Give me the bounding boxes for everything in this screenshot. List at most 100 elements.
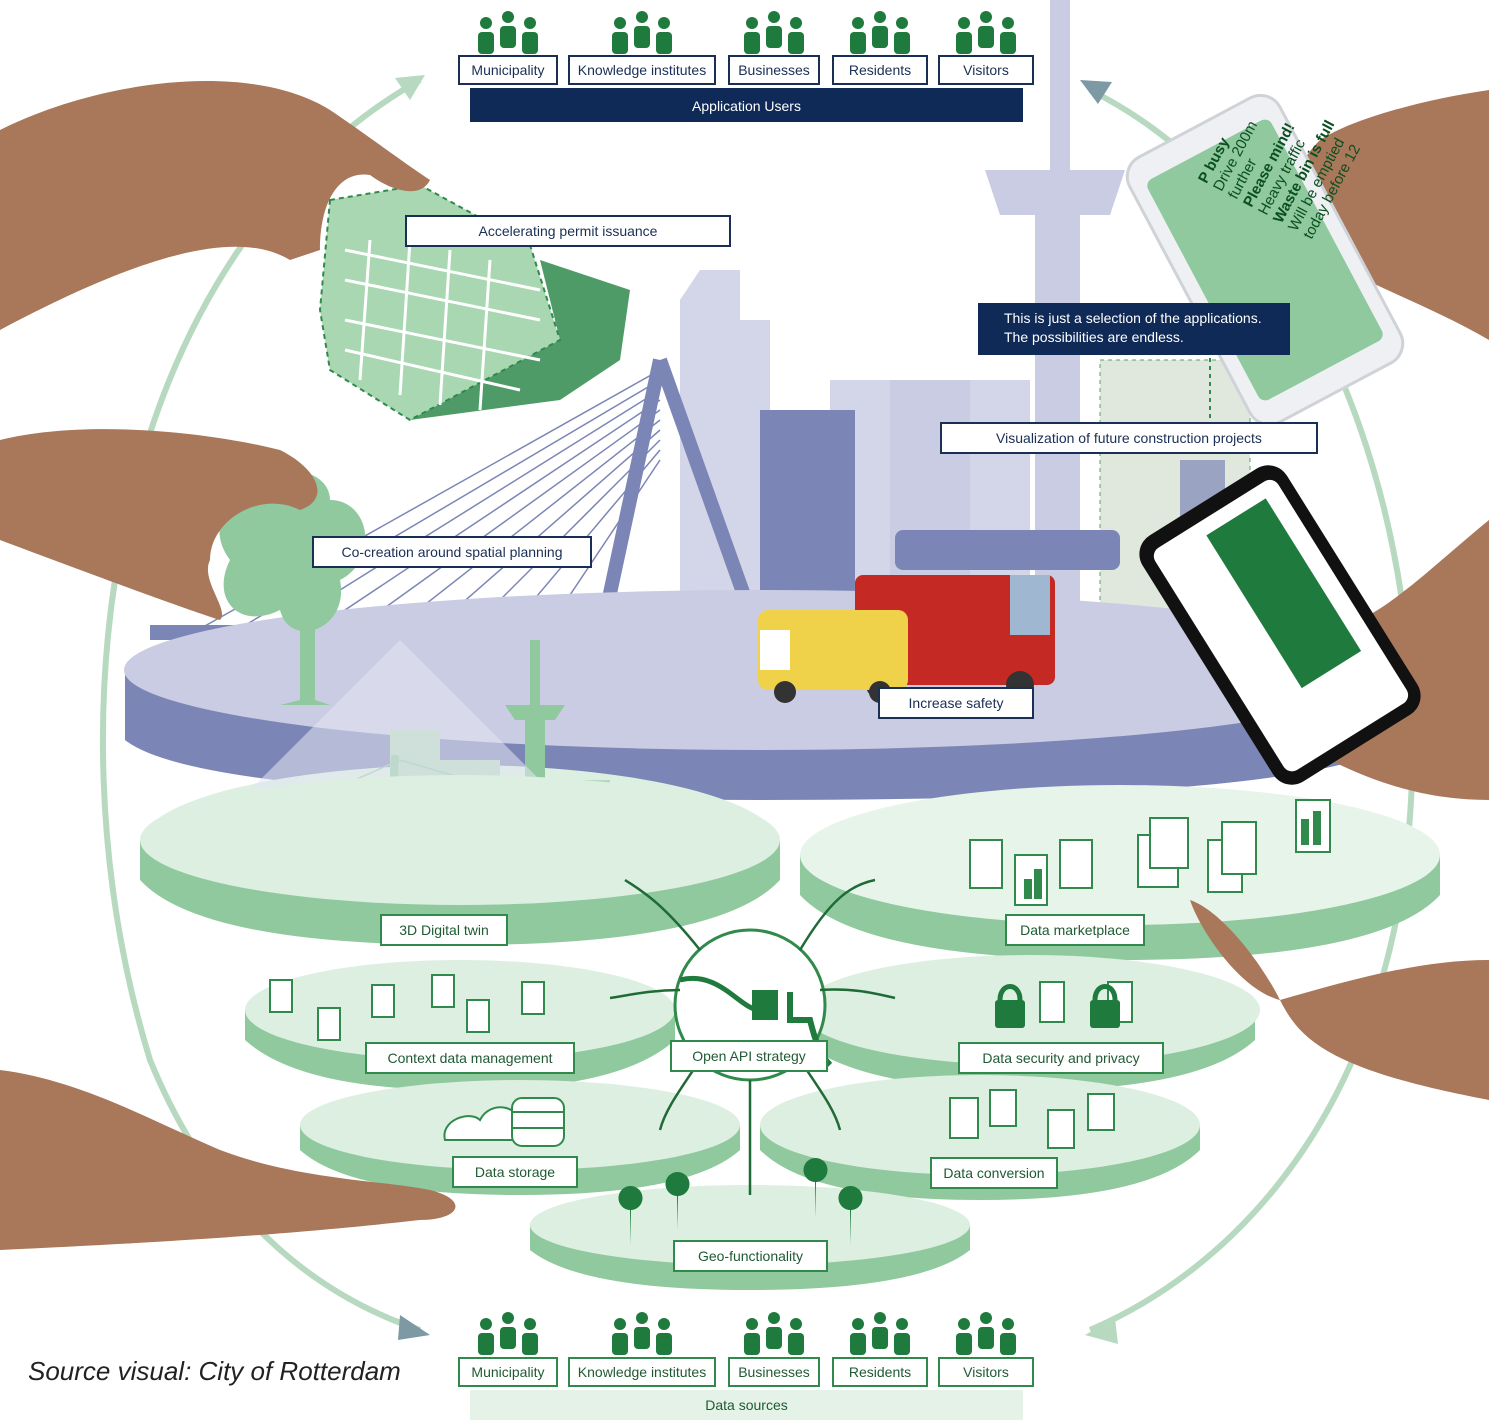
user-group-knowledge-institutes: Knowledge institutes (568, 55, 716, 85)
person-icon (524, 1318, 536, 1330)
person-body (788, 32, 804, 54)
label-data-storage: Data storage (452, 1156, 578, 1188)
person-body (656, 1333, 672, 1355)
person-icon (480, 1318, 492, 1330)
person-body (766, 1327, 782, 1349)
note-line-1: This is just a selection of the applicat… (1004, 310, 1262, 326)
person-body (850, 32, 866, 54)
person-icon (852, 17, 864, 29)
label-data-conversion: Data conversion (930, 1157, 1058, 1189)
person-icon (502, 11, 514, 23)
label-geo-functionality: Geo-functionality (673, 1240, 828, 1272)
people-icons-bottom (478, 1312, 1016, 1355)
data-sources-title: Data sources (705, 1397, 788, 1413)
person-icon (958, 17, 970, 29)
person-body (956, 1333, 972, 1355)
label-open-api-strategy: Open API strategy (670, 1040, 828, 1072)
person-body (956, 32, 972, 54)
person-body (634, 1327, 650, 1349)
label-visualization: Visualization of future construction pro… (940, 422, 1318, 454)
user-group-municipality: Municipality (458, 55, 558, 85)
person-icon (636, 11, 648, 23)
person-icon (614, 1318, 626, 1330)
source-group-businesses: Businesses (728, 1357, 820, 1387)
label-data-marketplace: Data marketplace (1005, 914, 1145, 946)
person-body (894, 32, 910, 54)
person-body (744, 1333, 760, 1355)
person-icon (746, 1318, 758, 1330)
person-icon (1002, 1318, 1014, 1330)
label-data-security: Data security and privacy (958, 1042, 1164, 1074)
padlock-icons (995, 984, 1120, 1028)
document-icons (269, 799, 1331, 1149)
application-users-title: Application Users (470, 90, 1023, 122)
person-body (634, 26, 650, 48)
person-icon (614, 17, 626, 29)
label-increase-safety: Increase safety (878, 687, 1034, 719)
person-body (522, 1333, 538, 1355)
arrow-head-icon (395, 75, 425, 100)
source-group-residents: Residents (832, 1357, 928, 1387)
user-group-visitors: Visitors (938, 55, 1034, 85)
label-context-data-management: Context data management (365, 1042, 575, 1074)
arrow-head-icon (1085, 1318, 1118, 1344)
label-permit-issuance: Accelerating permit issuance (405, 215, 731, 247)
person-body (478, 1333, 494, 1355)
person-body (1000, 1333, 1016, 1355)
person-body (850, 1333, 866, 1355)
person-icon (896, 17, 908, 29)
person-icon (480, 17, 492, 29)
tree-icon (219, 471, 366, 705)
person-body (612, 32, 628, 54)
person-body (978, 1327, 994, 1349)
person-body (500, 1327, 516, 1349)
person-body (978, 26, 994, 48)
person-body (612, 1333, 628, 1355)
person-icon (874, 1312, 886, 1324)
person-icon (502, 1312, 514, 1324)
person-icon (768, 1312, 780, 1324)
person-icon (790, 1318, 802, 1330)
phone-icon (1125, 93, 1405, 427)
arrow-head-icon (398, 1315, 430, 1340)
sources-bar-bg (470, 1390, 1023, 1420)
person-icon (658, 1318, 670, 1330)
phone-ar-icon (1139, 465, 1421, 785)
map-pin-icons (618, 1158, 863, 1245)
user-group-businesses: Businesses (728, 55, 820, 85)
person-body (766, 26, 782, 48)
source-credit: Source visual: City of Rotterdam (28, 1356, 401, 1386)
person-icon (980, 11, 992, 23)
person-icon (852, 1318, 864, 1330)
person-body (872, 26, 888, 48)
person-body (872, 1327, 888, 1349)
person-icon (958, 1318, 970, 1330)
database-cloud-icon (443, 1097, 565, 1147)
plug-icon (752, 990, 778, 1020)
people-icons-top (478, 11, 1016, 54)
note-line-2: The possibilities are endless. (1004, 329, 1184, 345)
person-icon (524, 17, 536, 29)
source-group-knowledge-institutes: Knowledge institutes (568, 1357, 716, 1387)
person-icon (636, 1312, 648, 1324)
applications-note: This is just a selection of the applicat… (978, 303, 1290, 355)
person-body (744, 32, 760, 54)
arrow-head-icon (1080, 80, 1112, 104)
label-cocreation: Co-creation around spatial planning (312, 536, 592, 568)
person-body (522, 32, 538, 54)
source-group-municipality: Municipality (458, 1357, 558, 1387)
person-icon (874, 11, 886, 23)
person-icon (896, 1318, 908, 1330)
person-body (500, 26, 516, 48)
person-icon (790, 17, 802, 29)
source-group-visitors: Visitors (938, 1357, 1034, 1387)
person-body (656, 32, 672, 54)
person-body (478, 32, 494, 54)
emergency-vehicles-icon (758, 575, 1055, 703)
user-group-residents: Residents (832, 55, 928, 85)
person-icon (768, 11, 780, 23)
person-body (894, 1333, 910, 1355)
person-icon (980, 1312, 992, 1324)
person-icon (658, 17, 670, 29)
